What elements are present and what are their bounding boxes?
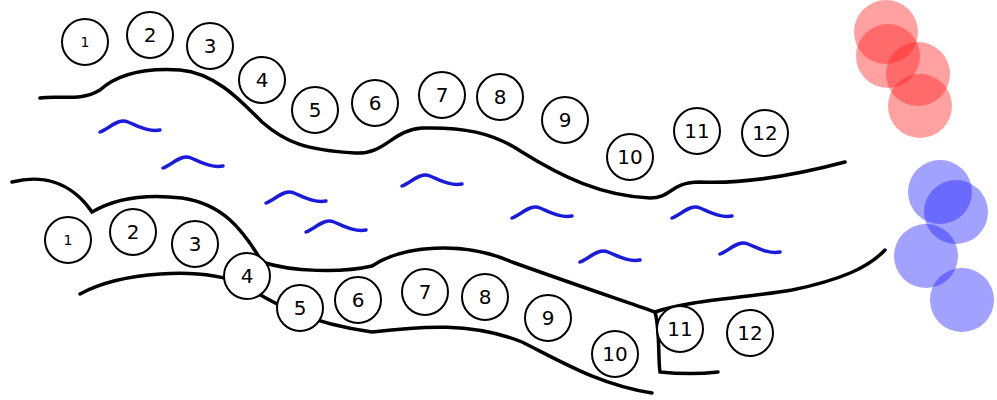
numbered-circle: 5 xyxy=(291,86,339,134)
circle-number: 1 xyxy=(81,35,90,49)
numbered-circle: 11 xyxy=(673,107,721,155)
numbered-circle: 6 xyxy=(351,79,399,127)
blue-token xyxy=(930,268,994,332)
water-wave xyxy=(512,207,572,218)
circle-number: 5 xyxy=(309,100,322,120)
circle-number: 9 xyxy=(542,308,555,328)
circle-number: 9 xyxy=(559,110,572,130)
numbered-circle: 8 xyxy=(476,73,524,121)
circle-number: 4 xyxy=(256,70,269,90)
numbered-circle: 7 xyxy=(401,268,449,316)
circle-number: 10 xyxy=(602,344,627,364)
water-wave xyxy=(402,175,462,186)
numbered-circle: 12 xyxy=(726,309,774,357)
numbered-circle: 4 xyxy=(238,56,286,104)
circle-number: 8 xyxy=(494,87,507,107)
water-wave xyxy=(580,251,640,262)
numbered-circle: 3 xyxy=(171,220,219,268)
water-wave xyxy=(163,157,223,168)
numbered-circle: 7 xyxy=(418,71,466,119)
numbered-circle: 11 xyxy=(656,305,704,353)
circle-number: 8 xyxy=(479,287,492,307)
circle-number: 12 xyxy=(737,323,762,343)
circle-number: 7 xyxy=(419,282,432,302)
water-wave xyxy=(720,243,780,254)
numbered-circle: 1 xyxy=(44,216,92,264)
numbered-circle: 6 xyxy=(334,276,382,324)
numbered-circle: 4 xyxy=(223,252,271,300)
circle-number: 2 xyxy=(144,25,157,45)
numbered-circle: 10 xyxy=(606,133,654,181)
circle-number: 3 xyxy=(204,36,217,56)
circle-number: 1 xyxy=(64,233,73,247)
circle-number: 6 xyxy=(369,93,382,113)
numbered-circle: 2 xyxy=(126,11,174,59)
circle-number: 6 xyxy=(352,290,365,310)
circle-number: 11 xyxy=(684,121,709,141)
water-wave xyxy=(266,192,326,203)
numbered-circle: 9 xyxy=(524,294,572,342)
water-wave xyxy=(100,121,160,132)
circle-number: 7 xyxy=(436,85,449,105)
numbered-circle: 5 xyxy=(276,284,324,332)
numbered-circle: 3 xyxy=(186,22,234,70)
numbered-circle: 8 xyxy=(461,273,509,321)
circle-number: 2 xyxy=(127,222,140,242)
circle-number: 11 xyxy=(667,319,692,339)
water-wave xyxy=(306,221,366,232)
water-wave xyxy=(672,207,732,218)
circle-number: 12 xyxy=(752,123,777,143)
numbered-circle: 9 xyxy=(541,96,589,144)
numbered-circle: 10 xyxy=(591,330,639,378)
numbered-circle: 1 xyxy=(61,18,109,66)
circle-number: 3 xyxy=(189,234,202,254)
numbered-circle: 2 xyxy=(109,208,157,256)
numbered-circle: 12 xyxy=(741,109,789,157)
circle-number: 5 xyxy=(294,298,307,318)
red-token xyxy=(888,74,952,138)
circle-number: 10 xyxy=(617,147,642,167)
river-bank xyxy=(40,70,845,198)
river-bank xyxy=(80,273,652,393)
circle-number: 4 xyxy=(241,266,254,286)
